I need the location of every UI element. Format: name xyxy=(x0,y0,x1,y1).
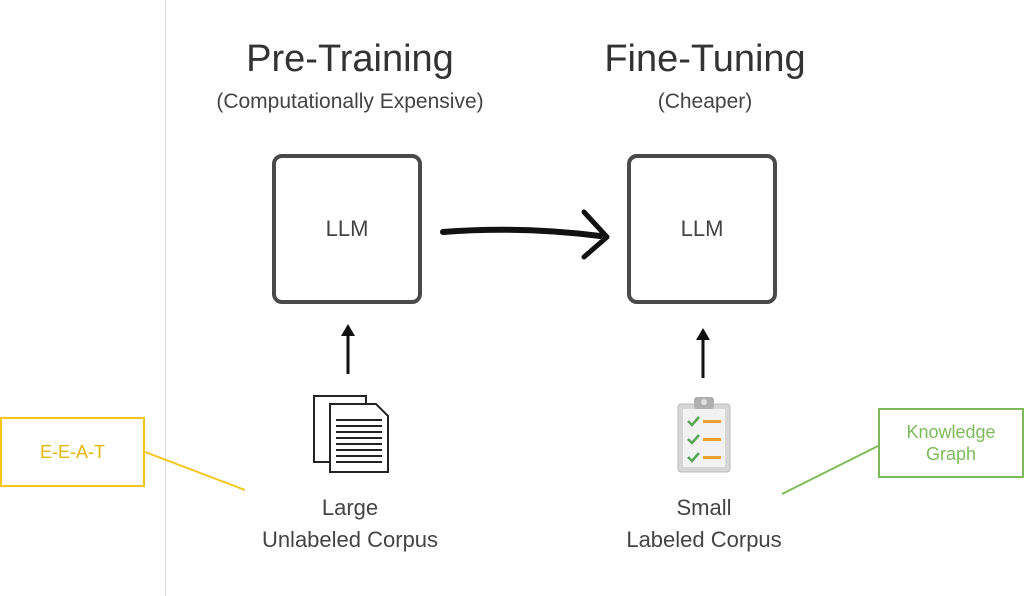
finetuning-llm-box: LLM xyxy=(627,154,777,304)
pretraining-up-arrow xyxy=(341,324,355,374)
finetuning-title: Fine-Tuning xyxy=(604,38,806,80)
finetuning-up-arrow xyxy=(696,328,710,378)
finetuning-corpus-line1: Small xyxy=(676,495,732,520)
pretraining-corpus-label: Large Unlabeled Corpus xyxy=(230,492,470,556)
finetuning-corpus-line2: Labeled Corpus xyxy=(626,527,782,552)
transfer-arrow xyxy=(440,209,610,260)
eeat-connector xyxy=(144,451,246,491)
pretraining-subtitle: (Computationally Expensive) xyxy=(216,90,484,113)
knowledge-graph-line2: Graph xyxy=(925,444,976,464)
pretraining-corpus-line2: Unlabeled Corpus xyxy=(261,527,439,552)
pretraining-llm-box: LLM xyxy=(272,154,422,304)
divider-line xyxy=(165,0,166,596)
documents-icon xyxy=(313,395,389,473)
finetuning-subtitle: (Cheaper) xyxy=(657,90,753,113)
finetuning-llm-label: LLM xyxy=(680,216,724,241)
pretraining-corpus-line1: Large xyxy=(321,495,379,520)
finetuning-corpus-label: Small Labeled Corpus xyxy=(584,492,824,556)
eeat-text: E-E-A-T xyxy=(40,442,105,462)
pretraining-llm-label: LLM xyxy=(325,216,369,241)
pretraining-title: Pre-Training xyxy=(246,38,454,80)
knowledge-graph-annotation: Knowledge Graph xyxy=(878,408,1024,478)
knowledge-graph-line1: Knowledge xyxy=(906,422,996,442)
eeat-annotation: E-E-A-T xyxy=(0,417,145,487)
clipboard-checklist-icon xyxy=(677,397,731,473)
knowledge-graph-connector xyxy=(781,445,879,495)
